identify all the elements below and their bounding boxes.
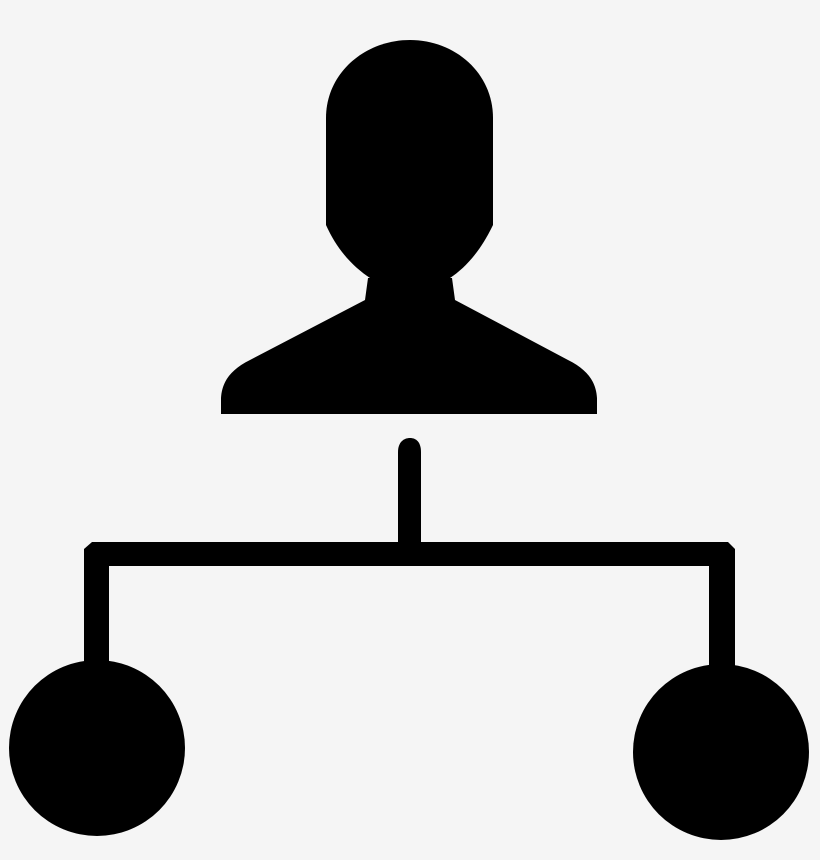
vertical-connector xyxy=(398,438,421,544)
horizontal-branch xyxy=(84,542,735,566)
person-head xyxy=(326,40,493,278)
left-node xyxy=(9,660,185,836)
right-drop xyxy=(709,552,735,670)
left-drop xyxy=(84,552,109,664)
person-body xyxy=(221,278,597,414)
right-node xyxy=(633,664,809,840)
